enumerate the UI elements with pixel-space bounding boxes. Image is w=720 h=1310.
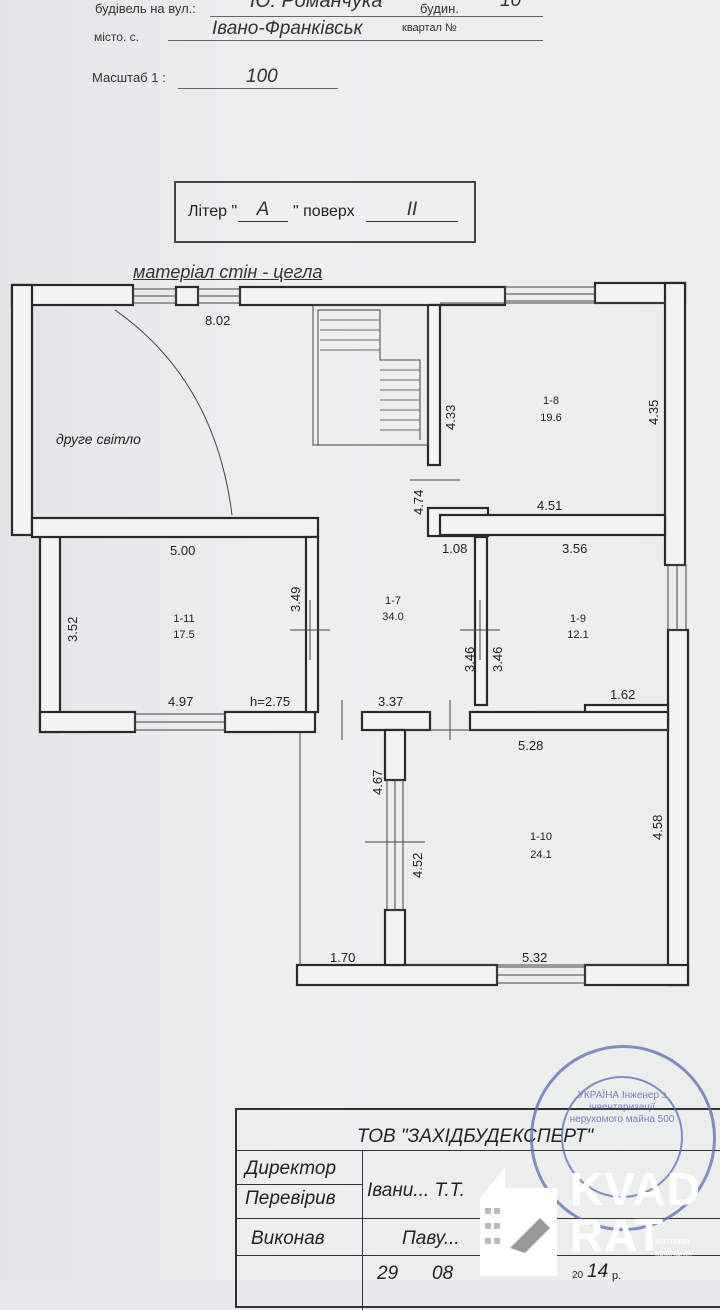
dim-bottom-left: 1.70 [330,950,355,965]
liter-value: А [238,199,288,222]
dim-r110-top: 5.28 [518,738,543,753]
dim-top-left: 8.02 [205,313,230,328]
room-1-8-id: 1-8 [543,395,559,407]
city-label: місто. с. [94,30,139,44]
date-year-prefix: 20 [572,1270,584,1281]
room-1-7-id: 1-7 [385,595,401,607]
room-1-10-id: 1-10 [530,831,552,843]
dim-corr-right: 3.46 [462,647,477,672]
executed-name: Паву... [402,1228,460,1249]
room-1-7-area: 34.0 [382,611,403,623]
staircase [312,304,429,446]
wall [583,963,690,987]
street-label: будівель на вул.: [95,1,196,16]
building-value: 10 [500,0,522,11]
building-label: будин. [420,1,459,16]
dim-corr-bottom: 3.37 [378,694,403,709]
city-value: Івано-Франківськ [212,18,363,39]
wall [30,516,320,539]
executed-label: Виконав [251,1228,325,1249]
dim-r110-bottom: 5.32 [522,950,547,965]
floor-plan: друге світло 1-8 19.6 1-11 17.5 1-7 34.0… [10,281,690,987]
dim-r111-right: 3.49 [288,587,303,612]
wall [238,285,507,307]
scale-value: 100 [246,66,278,87]
wall [295,963,499,987]
liter-box: Літер " А " поверх ІІ [174,181,476,243]
wall [438,513,667,537]
second-light-label: друге світло [56,431,141,447]
watermark-tagline1: житлова [655,1236,691,1246]
wall [223,710,317,734]
stair-steps [320,319,420,431]
watermark-line1: KVAD [570,1163,701,1215]
dim-corr-top: 1.08 [442,541,467,556]
dim-r18-right: 4.35 [646,400,661,425]
date-day: 29 [377,1263,399,1284]
dim-r18-bottom: 4.51 [537,498,562,513]
room-1-8-area: 19.6 [540,412,561,424]
dim-height: h=2.75 [250,694,290,709]
stair-outline [317,309,421,445]
quarter-label: квартал № [402,22,457,34]
scale-label: Масштаб 1 : [92,70,166,85]
checked-name: Івани... Т.Т. [367,1180,465,1201]
checked-label: Перевірив [245,1188,336,1209]
dim-corridor-v: 4.74 [411,490,426,515]
dim-lower-v2: 4.52 [410,853,425,878]
building-logo-icon [480,1168,557,1276]
room-1-11-id: 1-11 [173,613,194,625]
wall [304,535,320,714]
date-month: 08 [432,1263,454,1284]
dim-r111-left: 3.52 [65,617,80,642]
street-value: Ю. Романчука [250,0,383,12]
wall [38,710,137,734]
watermark-line2: RAT [570,1209,665,1261]
second-light-arc [114,309,233,516]
dim-r111-top: 5.00 [170,543,195,558]
dim-stair-right: 4.33 [443,405,458,430]
date-year: 14 [587,1261,609,1282]
wall [10,283,34,537]
official-stamp: УКРАЇНА Інженер з інвентаризації нерухом… [530,1045,716,1231]
dim-r19-left: 3.46 [490,647,505,672]
dim-lower-v1: 4.67 [370,770,385,795]
wall [174,285,200,307]
wall [38,533,62,734]
stamp-text: УКРАЇНА Інженер з інвентаризації нерухом… [569,1090,675,1125]
dim-r19-top: 3.56 [562,541,587,556]
date-year-suffix: р. [612,1270,622,1282]
wall [468,710,670,732]
wall [383,908,407,967]
room-1-9-id: 1-9 [570,613,586,625]
wall-material-note: матеріал стін - цегла [133,262,323,282]
wall [473,535,489,707]
room-1-10-area: 24.1 [530,849,551,861]
room-1-11-area: 17.5 [173,629,194,641]
floor-value: ІІ [366,199,458,222]
wall [383,728,407,782]
watermark-tagline2: компанія [655,1248,692,1258]
floor-label: " поверх [293,203,355,220]
liter-label: Літер " [188,203,238,220]
wall [666,628,690,987]
dim-r110-right: 4.58 [650,815,665,840]
wall [663,281,687,567]
wall [360,710,432,732]
wall [426,303,442,467]
dim-r19-bottom: 1.62 [610,687,635,702]
room-1-9-area: 12.1 [567,629,588,641]
dim-r111-bottom: 4.97 [168,694,193,709]
director-label: Директор [245,1158,337,1179]
